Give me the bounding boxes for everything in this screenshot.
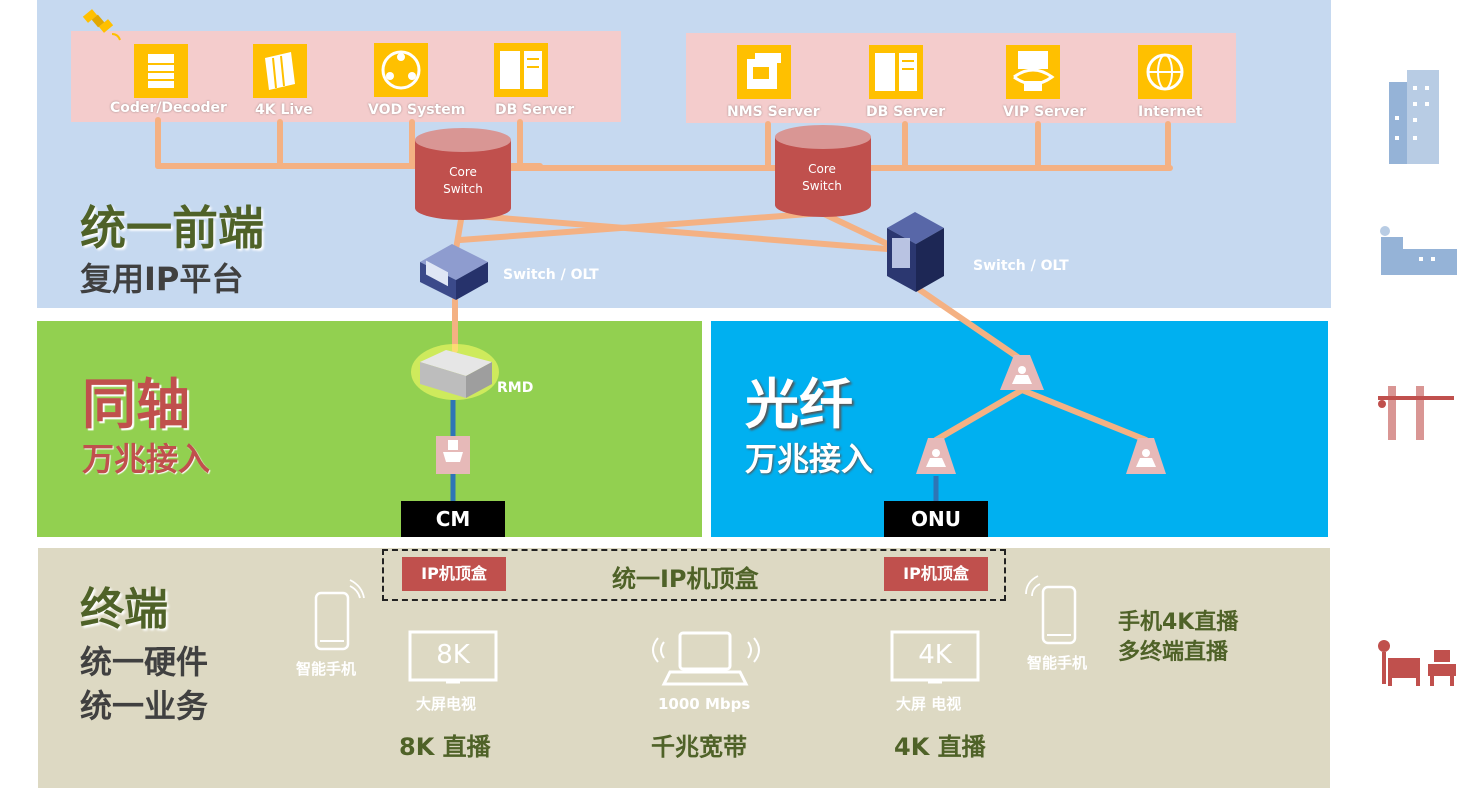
server-label-vod-system: VOD System (368, 102, 466, 118)
ip-stb-right-box: IP机顶盒 (884, 557, 988, 591)
rmd-label: RMD (497, 380, 534, 396)
onu-box: ONU (884, 501, 988, 537)
internet-globe-icon (1138, 45, 1192, 99)
server-label-db-server-right: DB Server (866, 104, 946, 120)
service-4k-live: 4K 直播 (894, 733, 986, 761)
platform-layer-title: 统一前端 (80, 201, 264, 255)
server-label-db-server-left: DB Server (495, 102, 575, 118)
factory-building-icon (1380, 226, 1457, 275)
service-gigabit-broadband: 千兆宽带 (651, 733, 747, 761)
laptop-speed-label: 1000 Mbps (658, 695, 751, 713)
terminal-layer-subtitle-line2: 统一业务 (80, 687, 209, 725)
coder-decoder-icon (134, 44, 188, 98)
server-label-vip-server: VIP Server (1003, 104, 1087, 120)
ip-stb-left-box: IP机顶盒 (402, 557, 506, 591)
fiber-layer-subtitle: 万兆接入 (745, 440, 874, 478)
server-label-4k-live: 4K Live (255, 102, 313, 118)
switch-olt-right-label: Switch / OLT (973, 258, 1069, 274)
nms-server-icon (737, 45, 791, 99)
core-switch-left-label: Core Switch (443, 165, 483, 196)
home-furniture-icon (1378, 640, 1456, 686)
coax-layer-subtitle: 万兆接入 (82, 440, 211, 478)
mobile-service-line2: 多终端直播 (1118, 640, 1229, 665)
tv-8k-label: 大屏电视 (416, 695, 477, 713)
tv-4k-screen-text: 4K (918, 640, 952, 670)
terminal-layer-title: 终端 (80, 584, 168, 635)
vip-server-icon (1006, 45, 1060, 99)
tv-4k-label: 大屏 电视 (896, 695, 962, 713)
unified-stb-outline (382, 549, 1006, 601)
db-server-left-icon (494, 43, 548, 97)
server-label-nms-server: NMS Server (727, 104, 820, 120)
switch-olt-left-label: Switch / OLT (503, 267, 599, 283)
core-switch-right-label: Core Switch (802, 162, 842, 193)
server-label-coder-decoder: Coder/Decoder (110, 100, 227, 116)
terminal-layer-subtitle-line1: 统一硬件 (80, 643, 209, 681)
smartphone-right-label: 智能手机 (1027, 654, 1088, 672)
fiber-layer-title: 光纤 (745, 372, 853, 436)
server-label-internet: Internet (1138, 104, 1203, 120)
service-8k-live: 8K 直播 (399, 733, 491, 761)
coax-layer-title: 同轴 (82, 372, 190, 436)
live-4k-server-icon (253, 44, 307, 98)
vod-system-icon (374, 43, 428, 97)
cm-box: CM (401, 501, 505, 537)
tv-8k-screen-text: 8K (436, 640, 470, 670)
smartphone-left-label: 智能手机 (296, 660, 357, 678)
db-server-right-icon (869, 45, 923, 99)
mobile-service-line1: 手机4K直播 (1118, 610, 1239, 635)
platform-layer-subtitle: 复用IP平台 (80, 260, 244, 298)
office-building-icon (1389, 70, 1439, 164)
unified-stb-label: 统一IP机顶盒 (612, 565, 759, 593)
coax-layer-panel (37, 321, 702, 537)
utility-pole-icon (1378, 386, 1454, 440)
